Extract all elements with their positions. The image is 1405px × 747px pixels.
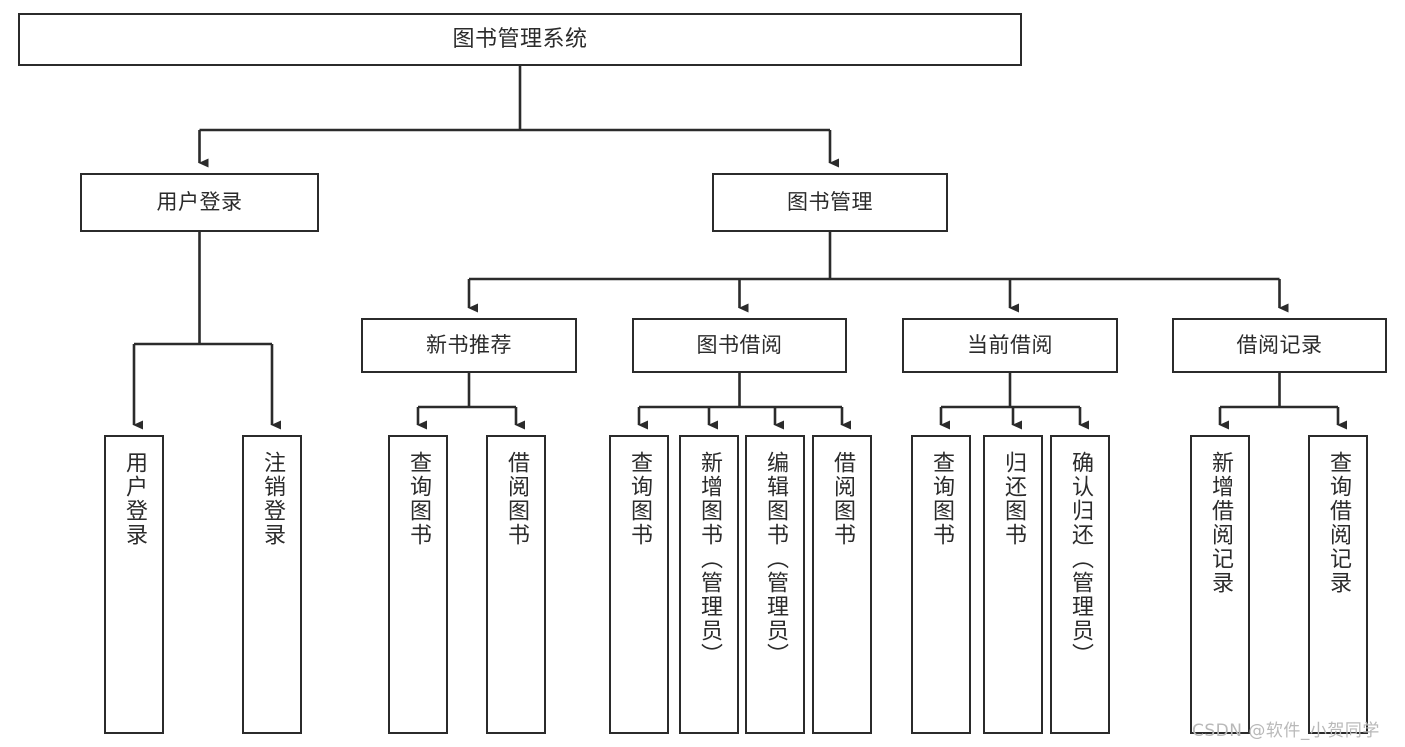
node-label: 新增借阅记录 [1207,451,1233,595]
node-label: 用户登录 [121,451,147,547]
node-borrow-record[interactable]: 借阅记录 [1172,318,1387,373]
node-label: 借阅图书 [503,451,529,547]
node-root[interactable]: 图书管理系统 [18,13,1022,66]
node-leaf-query-book-2[interactable]: 查询图书 [609,435,669,734]
node-label: 图书管理系统 [452,26,588,52]
node-label: 图书借阅 [696,333,783,358]
node-label: 编辑图书（管理员） [762,451,788,667]
node-leaf-confirm-return[interactable]: 确认归还（管理员） [1050,435,1110,734]
node-leaf-add-book[interactable]: 新增图书（管理员） [679,435,739,734]
node-label: 新书推荐 [426,333,512,358]
node-label: 注销登录 [259,451,285,547]
node-label: 查询图书 [928,451,954,547]
node-leaf-query-book-3[interactable]: 查询图书 [911,435,971,734]
node-label: 查询图书 [626,451,652,547]
node-label: 确认归还（管理员） [1067,451,1093,667]
node-book-borrow[interactable]: 图书借阅 [632,318,847,373]
node-leaf-user-logout[interactable]: 注销登录 [242,435,302,734]
node-label: 用户登录 [156,190,243,215]
node-label: 归还图书 [1000,451,1026,547]
node-leaf-add-record[interactable]: 新增借阅记录 [1190,435,1250,734]
node-leaf-borrow-book-2[interactable]: 借阅图书 [812,435,872,734]
node-label: 新增图书（管理员） [696,451,722,667]
node-label: 查询借阅记录 [1325,451,1351,595]
node-current-borrow[interactable]: 当前借阅 [902,318,1118,373]
node-label: 当前借阅 [967,333,1053,358]
node-new-book-rec[interactable]: 新书推荐 [361,318,577,373]
csdn-watermark: CSDN @软件_小贺同学 [1192,721,1380,741]
node-label: 查询图书 [405,451,431,547]
node-label: 图书管理 [787,190,873,215]
node-leaf-query-book-1[interactable]: 查询图书 [388,435,448,734]
node-leaf-borrow-book-1[interactable]: 借阅图书 [486,435,546,734]
node-user-login[interactable]: 用户登录 [80,173,319,232]
node-leaf-user-login[interactable]: 用户登录 [104,435,164,734]
node-leaf-query-record[interactable]: 查询借阅记录 [1308,435,1368,734]
node-label: 借阅图书 [829,451,855,547]
node-leaf-return-book[interactable]: 归还图书 [983,435,1043,734]
node-label: 借阅记录 [1236,333,1323,358]
node-leaf-edit-book[interactable]: 编辑图书（管理员） [745,435,805,734]
node-book-manage[interactable]: 图书管理 [712,173,948,232]
